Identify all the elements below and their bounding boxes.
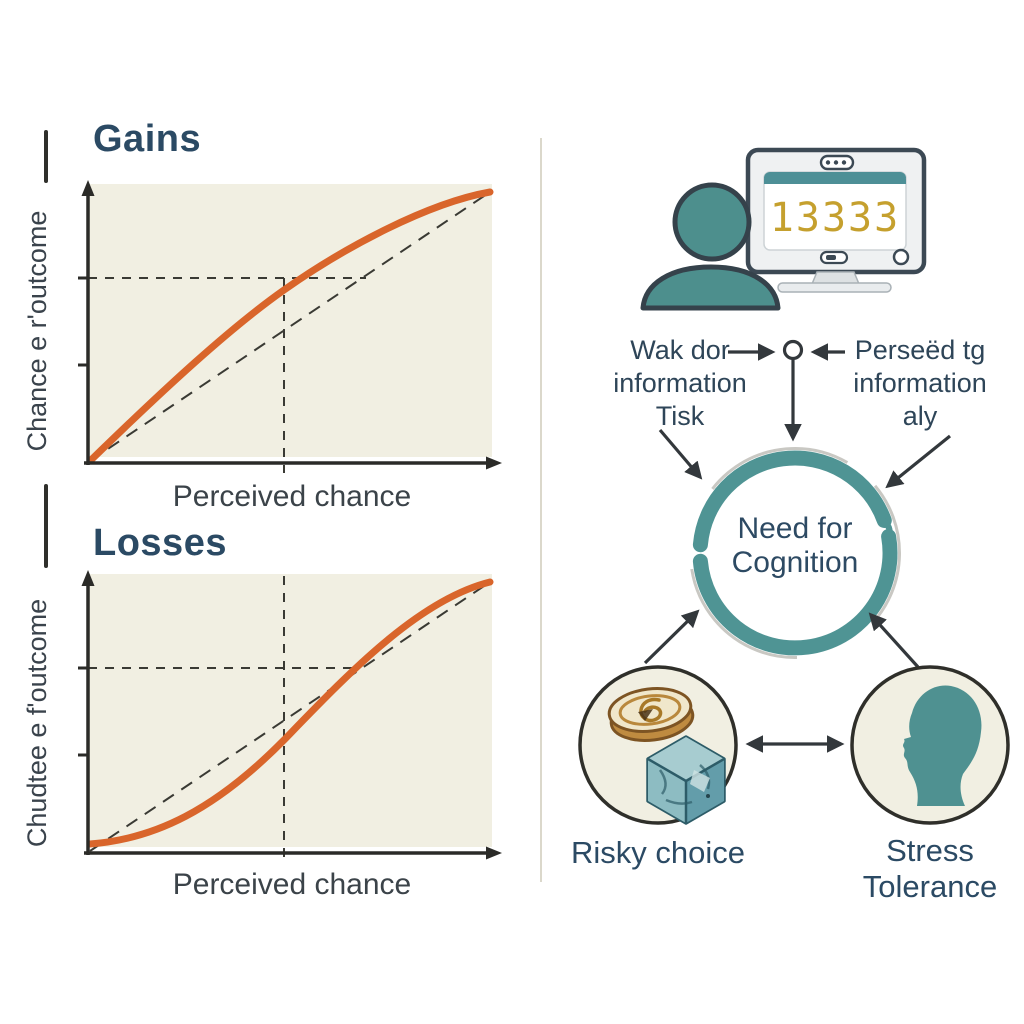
factor-left-line3: Tisk xyxy=(655,401,705,431)
arrow-left-diagonal-to-ring xyxy=(658,428,703,480)
factor-right-line2: information xyxy=(853,368,987,398)
stress-tolerance-circle xyxy=(850,665,1010,825)
stress-label-line2: Tolerance xyxy=(863,869,997,904)
losses-axes xyxy=(78,582,492,855)
coin-icon xyxy=(607,687,695,742)
camera-dot-3 xyxy=(841,160,847,165)
screen-top-bar-lower xyxy=(764,179,906,184)
need-for-cognition-ring: Need for Cognition xyxy=(689,447,901,659)
cube-pip xyxy=(706,794,710,798)
cube-highlight xyxy=(690,770,710,792)
ring-arc-main xyxy=(692,529,898,656)
factor-right-line1: Perseëd tg xyxy=(854,335,986,365)
core-construct-line1: Need for xyxy=(737,512,852,545)
monitor-icon: 13333 xyxy=(745,147,927,293)
coin-glyph-accent xyxy=(638,709,653,721)
gains-ylabel: Chance e r'outcome xyxy=(22,210,52,452)
gains-y-axis-arrowhead xyxy=(81,180,95,196)
person-head xyxy=(672,182,752,262)
head-profile-icon xyxy=(903,685,982,806)
camera-dot-1 xyxy=(825,160,831,165)
factor-right-text: Perseëd tg information aly xyxy=(830,334,1010,433)
right-panel-diagram: 13333 Need for C xyxy=(571,147,1010,904)
ring-tip-right xyxy=(879,517,893,540)
ring-sketch-outline xyxy=(689,447,901,659)
gains-weighting-curve xyxy=(86,188,494,465)
losses-xlabel: Perceived chance xyxy=(172,868,412,901)
monitor-base xyxy=(777,282,892,293)
core-construct-line2: Cognition xyxy=(732,546,859,579)
gains-axes xyxy=(78,192,492,465)
arrow-risky-to-ring xyxy=(643,609,700,665)
losses-x-axis-arrowhead xyxy=(486,846,502,860)
gains-plot-area xyxy=(88,184,492,457)
dice-cube-icon xyxy=(646,735,726,825)
factor-left-line1: Wak dor xyxy=(630,335,730,365)
ylabel-dash-top xyxy=(44,130,48,183)
losses-reference-lines xyxy=(88,576,491,865)
camera-dot-2 xyxy=(833,160,839,165)
coin-glyph xyxy=(639,697,663,723)
risky-choice-label: Risky choice xyxy=(571,835,745,870)
factor-left-line2: information xyxy=(613,368,747,398)
risky-choice-circle xyxy=(578,665,738,825)
stress-label-line1: Stress xyxy=(886,833,974,868)
junction-node-circle xyxy=(782,339,804,361)
losses-title: Losses xyxy=(93,522,227,564)
losses-y-axis-arrowhead xyxy=(81,570,95,586)
person-shoulders xyxy=(640,264,781,311)
ring-arc-top xyxy=(692,450,892,553)
factor-connectors xyxy=(658,343,952,489)
outcome-connectors xyxy=(643,609,920,753)
gains-title: Gains xyxy=(93,118,202,160)
losses-diagonal-dashed-line xyxy=(89,581,491,852)
losses-weighting-curve xyxy=(86,578,494,848)
ylabel-dash-mid xyxy=(44,484,48,568)
losses-chart xyxy=(78,570,502,865)
cube-left-face xyxy=(648,759,686,823)
gains-xlabel: Perceived chance xyxy=(172,480,412,513)
monitor-display-value: 13333 xyxy=(770,195,900,241)
gains-x-axis-arrowhead xyxy=(486,456,502,470)
factor-left-text: Wak dor information Tisk xyxy=(590,334,770,433)
losses-ylabel: Chudtee e f'outcome xyxy=(22,598,52,848)
gains-diagonal-dashed-line xyxy=(89,191,491,462)
monitor-stand xyxy=(810,271,861,285)
factor-right-line3: aly xyxy=(902,401,938,431)
losses-plot-area xyxy=(88,574,492,847)
monitor-button-dot xyxy=(826,255,836,260)
person-icon xyxy=(640,182,781,311)
ring-tip-left xyxy=(696,525,710,548)
panel-divider xyxy=(540,138,542,882)
gains-reference-lines xyxy=(88,191,491,473)
coin-inner-ring xyxy=(618,694,682,726)
monitor-power-circle xyxy=(892,248,910,266)
gains-chart xyxy=(78,180,502,473)
arrow-right-diagonal-to-ring xyxy=(885,434,952,489)
cube-right-face xyxy=(686,759,724,823)
arrow-stress-to-ring xyxy=(868,612,920,669)
